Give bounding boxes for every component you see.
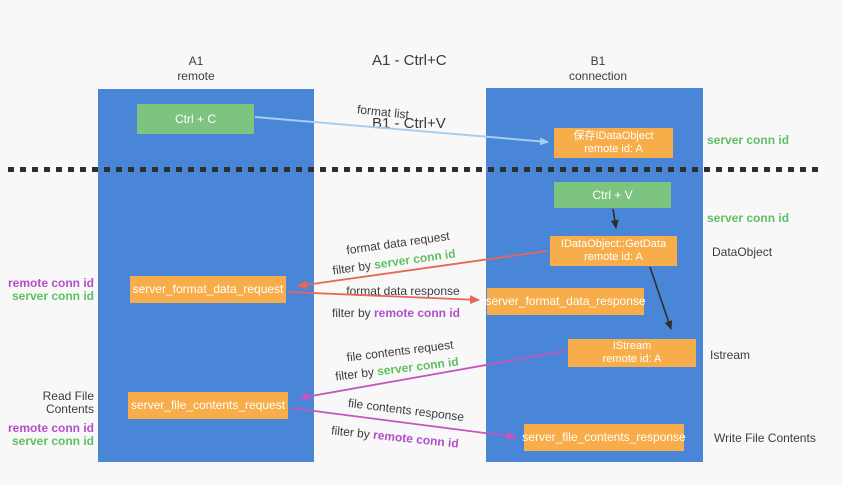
istream-line1: IStream (612, 340, 652, 352)
istream-box: IStream remote id: A (568, 339, 696, 367)
ctrl-c-box: Ctrl + C (137, 104, 254, 134)
ctrl-v-label: Ctrl + V (592, 187, 633, 202)
server-file-contents-response-label: server_file_contents_response (522, 430, 686, 444)
filter-prefix-3: filter by (334, 364, 378, 384)
server-conn-id-label-top: server conn id (707, 133, 790, 147)
server-conn-id-label-left-1: server conn id (11, 289, 94, 303)
column-a1-name: A1 (188, 54, 204, 68)
server-file-contents-request-box: server_file_contents_request (128, 392, 288, 419)
istream-line2: remote id: A (602, 353, 662, 365)
diagram-title: A1 - Ctrl+C B1 - Ctrl+V (372, 8, 447, 176)
ctrl-v-box: Ctrl + V (554, 182, 671, 208)
format-data-response-label: format data response (346, 284, 460, 298)
save-idataobject-line1: 保存IDataObject (573, 130, 654, 142)
server-format-data-response-box: server_format_data_response (485, 288, 646, 315)
server-file-contents-request-label: server_file_contents_request (130, 398, 286, 412)
title-line-1: A1 - Ctrl+C (372, 52, 447, 69)
idataobject-getdata-box: IDataObject::GetData remote id: A (550, 236, 677, 266)
filter-by-remote-conn-id-label-2: filter by remote conn id (331, 423, 460, 450)
file-contents-response-label: file contents response (347, 395, 465, 425)
server-file-contents-response-box: server_file_contents_response (522, 424, 686, 451)
column-header-a1: A1 remote (146, 54, 246, 84)
save-idataobject-box: 保存IDataObject remote id: A (554, 128, 673, 158)
filter-prefix-2: filter by (331, 306, 374, 320)
server-format-data-request-box: server_format_data_request (130, 276, 286, 303)
filter-prefix-1: filter by (331, 257, 376, 278)
left-conn-id-stack-1: remote conn id server conn id (0, 277, 94, 303)
getdata-line2: remote id: A (584, 251, 643, 263)
remote-conn-id-label-2: remote conn id (7, 421, 94, 435)
getdata-line1: IDataObject::GetData (560, 238, 667, 250)
column-header-b1: B1 connection (548, 54, 648, 84)
write-file-contents-label: Write File Contents (714, 431, 816, 445)
istream-side-label: Istream (710, 348, 751, 362)
server-conn-id-label-left-2: server conn id (11, 434, 94, 448)
filter-prefix-4: filter by (330, 423, 374, 442)
server-conn-id-label-mid: server conn id (707, 211, 790, 225)
remote-conn-id-label-1: remote conn id (7, 276, 94, 290)
dataobject-label: DataObject (712, 245, 773, 259)
left-conn-id-stack-2: Read File Contents remote conn id server… (0, 390, 94, 448)
column-b1-subtitle: connection (568, 69, 628, 83)
save-idataobject-line2: remote id: A (584, 143, 643, 155)
server-format-data-response-label: server_format_data_response (485, 294, 646, 308)
ctrl-c-label: Ctrl + C (174, 111, 216, 126)
server-format-data-request-label: server_format_data_request (132, 282, 284, 296)
filter-highlight-4: remote conn id (372, 427, 460, 451)
column-a1-subtitle: remote (177, 69, 215, 83)
dotted-separator-line (8, 167, 823, 172)
read-file-contents-label: Read File Contents (42, 389, 94, 416)
filter-highlight-2: remote conn id (374, 306, 461, 320)
column-b1-name: B1 (590, 54, 606, 68)
filter-by-remote-conn-id-label-1: filter by remote conn id (332, 306, 460, 320)
